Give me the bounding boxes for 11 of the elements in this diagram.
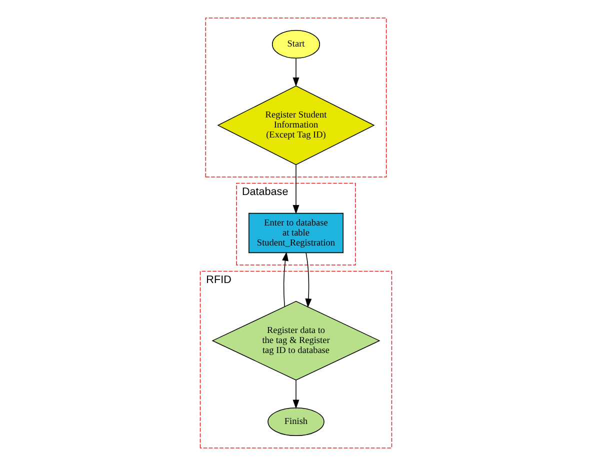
node-diamond: Register data to the tag & Register tag ID to database: [211, 300, 380, 380]
node-diamond: Register Student Information (Except Tag ID): [216, 86, 374, 166]
arrow: [292, 58, 299, 87]
arrow: [292, 164, 299, 214]
node-ellipse: Start: [271, 30, 320, 59]
arrow: [292, 380, 299, 410]
node-ellipse: Finish: [267, 407, 324, 436]
arrow: [304, 252, 312, 308]
cluster: [204, 18, 386, 178]
node-box: Enter to database at table Student_Registration: [248, 212, 343, 254]
arrow: [282, 252, 288, 307]
